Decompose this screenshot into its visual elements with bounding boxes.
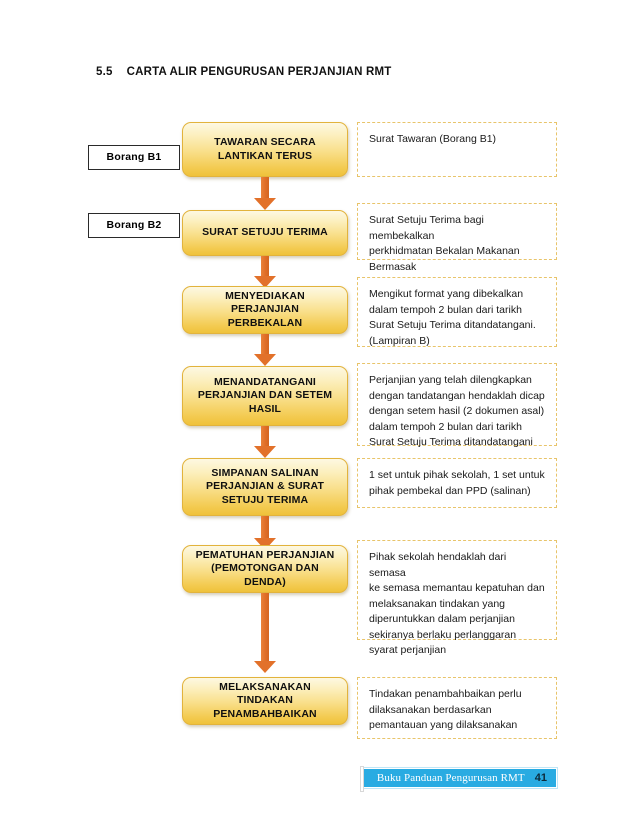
- arrow-head-icon: [254, 276, 276, 288]
- process-box-label: MENYEDIAKAN PERJANJIAN PERBEKALAN: [193, 290, 337, 330]
- process-box-line-1: TAWARAN SECARA: [214, 136, 316, 149]
- note-box-text: Perjanjian yang telah dilengkapkan denga…: [369, 374, 545, 449]
- arrow-head-icon: [254, 198, 276, 210]
- footer-banner-title: Buku Panduan Pengurusan RMT: [376, 772, 525, 784]
- note-box-text: Tindakan penambahbaikan perlu dilaksanak…: [369, 688, 522, 732]
- process-box-line-3: SETUJU TERIMA: [221, 493, 309, 506]
- side-tag-label: Borang B2: [106, 219, 162, 232]
- arrow-shaft: [261, 334, 269, 355]
- note-box-step-7: Tindakan penambahbaikan perlu dilaksanak…: [357, 677, 557, 739]
- process-box-label: MENANDATANGANI PERJANJIAN DAN SETEM HASI…: [198, 376, 332, 416]
- arrow-shaft: [261, 256, 269, 277]
- process-box-line-3: HASIL: [248, 402, 282, 415]
- process-box-line-1: MENANDATANGANI: [213, 375, 317, 388]
- process-box-step-5: SIMPANAN SALINAN PERJANJIAN & SURAT SETU…: [182, 458, 348, 516]
- arrow-connector-3-to-4: [254, 334, 276, 366]
- process-box-line-2: PERBEKALAN: [227, 316, 303, 329]
- page-title-text: CARTA ALIR PENGURUSAN PERJANJIAN RMT: [126, 66, 392, 78]
- side-tag-borang-b2: Borang B2: [88, 213, 180, 238]
- process-box-step-6: PEMATUHAN PERJANJIAN (PEMOTONGAN DAN DEN…: [182, 545, 348, 593]
- process-box-step-1: TAWARAN SECARA LANTIKAN TERUS: [182, 122, 348, 177]
- process-box-step-4: MENANDATANGANI PERJANJIAN DAN SETEM HASI…: [182, 366, 348, 426]
- process-box-label: PEMATUHAN PERJANJIAN (PEMOTONGAN DAN DEN…: [193, 549, 337, 589]
- arrow-connector-1-to-2: [254, 177, 276, 210]
- side-tag-borang-b1: Borang B1: [88, 145, 180, 170]
- process-box-label: SIMPANAN SALINAN PERJANJIAN & SURAT SETU…: [206, 467, 324, 507]
- process-box-label: SURAT SETUJU TERIMA: [202, 226, 328, 239]
- process-box-step-7: MELAKSANAKAN TINDAKAN PENAMBAHBAIKAN: [182, 677, 348, 725]
- process-box-line-2: PERJANJIAN DAN SETEM: [197, 389, 333, 402]
- note-box-text: 1 set untuk pihak sekolah, 1 set untuk p…: [369, 469, 545, 497]
- page-title-number: 5.5: [96, 66, 113, 78]
- note-box-step-6: Pihak sekolah hendaklah dari semasa ke s…: [357, 540, 557, 656]
- process-box-step-2: SURAT SETUJU TERIMA: [182, 210, 348, 256]
- arrow-head-icon: [254, 661, 276, 673]
- process-box-line-1: PEMATUHAN PERJANJIAN: [195, 548, 335, 561]
- note-box-step-5: 1 set untuk pihak sekolah, 1 set untuk p…: [357, 458, 557, 508]
- footer-page-number: 41: [534, 772, 547, 784]
- note-box-text: Mengikut format yang dibekalkan dalam te…: [369, 288, 536, 347]
- arrow-shaft: [261, 593, 269, 662]
- note-box-text: Surat Tawaran (Borang B1): [369, 133, 497, 145]
- page-title: 5.5 CARTA ALIR PENGURUSAN PERJANJIAN RMT: [96, 66, 392, 78]
- note-box-text: Pihak sekolah hendaklah dari semasa ke s…: [369, 551, 545, 657]
- process-box-line-1: SIMPANAN SALINAN: [211, 466, 319, 479]
- note-box-step-4: Perjanjian yang telah dilengkapkan denga…: [357, 363, 557, 448]
- arrow-shaft: [261, 516, 269, 539]
- process-box-line-1: MENYEDIAKAN PERJANJIAN: [225, 289, 305, 316]
- note-box-step-1: Surat Tawaran (Borang B1): [357, 122, 557, 177]
- footer-banner: Buku Panduan Pengurusan RMT 41: [360, 766, 558, 792]
- arrow-shaft: [261, 426, 269, 447]
- process-box-step-3: MENYEDIAKAN PERJANJIAN PERBEKALAN: [182, 286, 348, 334]
- side-tag-label: Borang B1: [106, 151, 162, 164]
- arrow-connector-2-to-3: [254, 256, 276, 288]
- process-box-line-2: PENAMBAHBAIKAN: [213, 707, 317, 720]
- note-box-step-3: Mengikut format yang dibekalkan dalam te…: [357, 277, 557, 347]
- footer-banner-edge: [360, 766, 364, 792]
- process-box-label: MELAKSANAKAN TINDAKAN PENAMBAHBAIKAN: [193, 681, 337, 721]
- note-box-step-2: Surat Setuju Terima bagi membekalkan per…: [357, 203, 557, 273]
- arrow-connector-4-to-5: [254, 426, 276, 458]
- process-box-line-2: LANTIKAN TERUS: [217, 149, 313, 162]
- process-box-line-1: MELAKSANAKAN TINDAKAN: [219, 680, 311, 707]
- process-box-label: TAWARAN SECARA LANTIKAN TERUS: [214, 136, 316, 163]
- note-box-text: Surat Setuju Terima bagi membekalkan per…: [369, 214, 520, 273]
- process-box-line-1: SURAT SETUJU TERIMA: [202, 226, 328, 239]
- process-box-line-2: PERJANJIAN & SURAT: [205, 480, 325, 493]
- arrow-shaft: [261, 177, 269, 199]
- arrow-head-icon: [254, 446, 276, 458]
- process-box-line-2: (PEMOTONGAN DAN DENDA): [211, 562, 319, 588]
- arrow-head-icon: [254, 354, 276, 366]
- arrow-connector-6-to-7: [254, 593, 276, 673]
